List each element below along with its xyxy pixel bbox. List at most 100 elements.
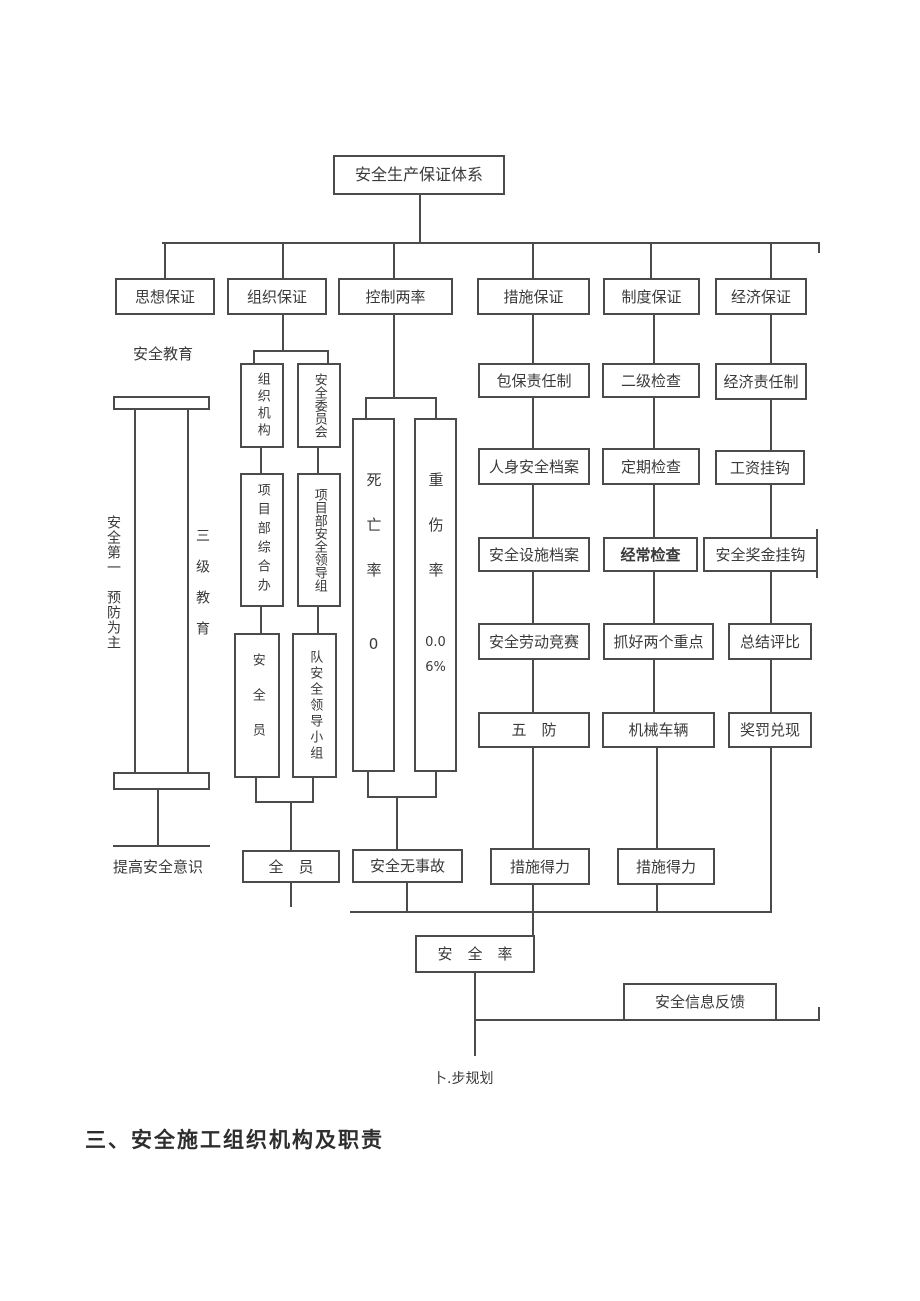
org-result-box: 全 员 bbox=[242, 850, 340, 883]
connector-safety-rate-down bbox=[474, 972, 476, 1056]
connector-s6 bbox=[656, 747, 658, 848]
connector-officer-down bbox=[255, 777, 257, 803]
connector-s1 bbox=[653, 314, 655, 363]
safety-rate-box: 安 全 率 bbox=[415, 935, 535, 973]
org-leading-group-box: 项目部安全领导组 bbox=[297, 473, 341, 607]
connector-top-bus-end-tick bbox=[818, 242, 820, 253]
root-box: 安全生产保证体系 bbox=[333, 155, 505, 195]
injury-rate-value-line1: 0.0 bbox=[425, 635, 446, 650]
ibeam-bottom-cap bbox=[113, 772, 210, 790]
system-r6-box: 措施得力 bbox=[617, 848, 715, 885]
connector-stub-organization bbox=[282, 243, 284, 278]
connector-e6 bbox=[770, 747, 772, 913]
measures-r6-box: 措施得力 bbox=[490, 848, 590, 885]
section-heading: 三、安全施工组织机构及职责 bbox=[85, 1128, 384, 1152]
guarantee-measures-box: 措施保证 bbox=[477, 278, 590, 315]
ibeam-stem-right bbox=[187, 408, 189, 773]
feedback-box: 安全信息反馈 bbox=[623, 983, 777, 1021]
connector-stub-ideology bbox=[164, 243, 166, 278]
org-officer-box: 安全员 bbox=[234, 633, 280, 778]
org-team-group-label: 队安全领导小组 bbox=[307, 649, 323, 762]
connector-m1 bbox=[532, 314, 534, 363]
system-r4-box: 抓好两个重点 bbox=[603, 623, 714, 660]
connector-root-feeder bbox=[419, 194, 421, 242]
connector-org-result-tail bbox=[290, 882, 292, 907]
death-rate-label: 死亡率 bbox=[364, 472, 383, 607]
connector-e4 bbox=[770, 571, 772, 623]
education-principle-text: 安全第一 预防为主 bbox=[105, 515, 121, 650]
connector-m2 bbox=[532, 397, 534, 448]
ibeam-stem-left bbox=[134, 408, 136, 773]
connector-org-bracket-right bbox=[327, 350, 329, 363]
economy-r3-tick-bottom bbox=[816, 568, 818, 578]
injury-rate-value: 0.0 6% bbox=[425, 631, 446, 680]
connector-teamgroup-down bbox=[312, 777, 314, 803]
system-r3-box: 经常检查 bbox=[603, 537, 698, 572]
org-committee-box: 安全委员会 bbox=[297, 363, 341, 448]
org-officer-label: 安全员 bbox=[249, 653, 265, 758]
connector-s3 bbox=[653, 484, 655, 537]
injury-rate-label: 重伤率 bbox=[426, 472, 445, 607]
org-committee-label: 安全委员会 bbox=[311, 373, 327, 438]
measures-r3-box: 安全设施档案 bbox=[478, 537, 590, 572]
connector-org-merge-bar bbox=[255, 801, 314, 803]
economy-r1-box: 经济责任制 bbox=[715, 363, 807, 400]
connector-stub-system bbox=[650, 243, 652, 278]
ibeam-top-cap bbox=[113, 396, 210, 410]
connector-m3 bbox=[532, 484, 534, 537]
connector-rates-split-bar bbox=[365, 397, 437, 399]
org-office-box: 项目部综合办 bbox=[240, 473, 284, 607]
death-rate-value: 0 bbox=[368, 635, 379, 653]
education-result-text: 提高安全意识 bbox=[113, 858, 204, 876]
connector-safety-rate-feeder bbox=[532, 911, 534, 935]
org-leading-group-label: 项目部安全领导组 bbox=[311, 488, 327, 592]
org-team-group-box: 队安全领导小组 bbox=[292, 633, 337, 778]
connector-stub-measures bbox=[532, 243, 534, 278]
connector-org-bracket-top bbox=[253, 350, 329, 352]
org-structure-box: 组织机构 bbox=[240, 363, 284, 448]
education-result-line bbox=[113, 845, 210, 847]
next-step-plan-text: 卜.步规划 bbox=[433, 1071, 494, 1087]
connector-stub-control bbox=[393, 243, 395, 278]
system-r1-box: 二级检查 bbox=[602, 363, 700, 398]
death-rate-box: 死亡率 0 bbox=[352, 418, 395, 772]
org-structure-label: 组织机构 bbox=[254, 371, 270, 440]
connector-org-feeder bbox=[282, 314, 284, 351]
connector-e3 bbox=[770, 484, 772, 537]
connector-s7 bbox=[656, 884, 658, 913]
connector-injury-down bbox=[435, 771, 437, 798]
connector-e1 bbox=[770, 314, 772, 363]
connector-death-down bbox=[367, 771, 369, 798]
connector-s4 bbox=[653, 571, 655, 623]
injury-rate-value-line2: 6% bbox=[425, 659, 446, 675]
economy-r2-box: 工资挂钩 bbox=[715, 450, 805, 485]
connector-s5 bbox=[653, 659, 655, 712]
connector-stub-economy bbox=[770, 243, 772, 278]
education-title: 安全教育 bbox=[133, 345, 194, 363]
measures-r5-box: 五 防 bbox=[478, 712, 590, 748]
connector-group-teamgroup bbox=[317, 606, 319, 633]
education-beam-text: 三级教育 bbox=[194, 528, 210, 652]
guarantee-system-box: 制度保证 bbox=[603, 278, 700, 315]
economy-r3-box: 安全奖金挂钩 bbox=[703, 537, 818, 572]
connector-m6 bbox=[532, 747, 534, 848]
connector-org-merge-stem bbox=[290, 801, 292, 850]
connector-m7 bbox=[532, 884, 534, 913]
connector-rates-merge-stem bbox=[396, 796, 398, 849]
measures-r4-box: 安全劳动竞赛 bbox=[478, 623, 590, 660]
connector-ibeam-to-result bbox=[157, 789, 159, 847]
connector-rates-merge-bar bbox=[367, 796, 437, 798]
guarantee-ideology-box: 思想保证 bbox=[115, 278, 215, 315]
measures-r2-box: 人身安全档案 bbox=[478, 448, 590, 485]
connector-rates-result-down bbox=[406, 882, 408, 913]
injury-rate-box: 重伤率 0.0 6% bbox=[414, 418, 457, 772]
connector-e5 bbox=[770, 659, 772, 712]
org-office-label: 项目部综合办 bbox=[254, 483, 270, 597]
system-r2-box: 定期检查 bbox=[602, 448, 700, 485]
connector-m5 bbox=[532, 659, 534, 712]
connector-rates-feeder bbox=[393, 314, 395, 399]
connector-top-bus bbox=[162, 242, 820, 244]
guarantee-organization-box: 组织保证 bbox=[227, 278, 327, 315]
guarantee-control-box: 控制两率 bbox=[338, 278, 453, 315]
